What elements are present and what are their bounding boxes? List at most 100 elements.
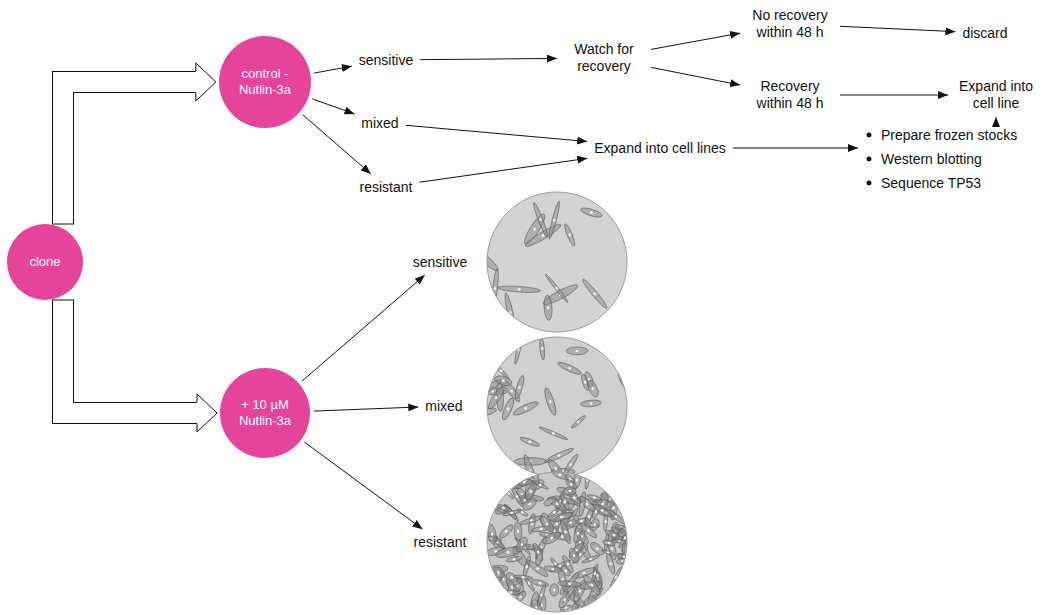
cell-nucleus [552, 510, 556, 514]
cell-nucleus [590, 583, 594, 587]
cell-nucleus [502, 506, 506, 509]
cell-nucleus [593, 572, 596, 576]
micrograph-mixed [474, 335, 628, 489]
hollow-arrow-fill [63, 82, 198, 224]
cell-shape [539, 337, 545, 360]
cell-nucleus [506, 407, 509, 411]
cell-nucleus [589, 211, 593, 214]
cell-body [580, 206, 604, 219]
flow-arrow [406, 125, 588, 141]
arrow-line [303, 115, 371, 174]
cell-shape [557, 360, 583, 376]
cell-shape [503, 292, 517, 333]
hollow-arrow-head-fill [197, 394, 217, 432]
cell-nucleus [551, 432, 555, 435]
cell-body [559, 519, 572, 544]
node-text: sensitive [359, 52, 413, 69]
cell-nucleus [506, 551, 510, 554]
micrograph-rim [487, 192, 627, 332]
cell-body [602, 539, 616, 547]
cell-nucleus [568, 367, 572, 371]
flow-arrow [651, 33, 740, 49]
node-text: control - Nutlin-3a [226, 66, 304, 98]
cell-body [512, 399, 540, 417]
cell-shape [538, 426, 568, 441]
cell-body [472, 247, 501, 273]
cell-body [498, 285, 541, 294]
hollow-arrow-head [196, 63, 216, 101]
cell-nucleus [529, 519, 533, 522]
cell-body [572, 523, 584, 544]
cell-shape [577, 494, 597, 514]
cell-shape [500, 397, 516, 421]
cell-nucleus [572, 496, 576, 500]
cell-body [538, 426, 568, 441]
cell-body [580, 399, 601, 407]
cell-nucleus [593, 523, 597, 527]
cell-nucleus [589, 557, 593, 560]
cell-nucleus [607, 541, 611, 544]
cell-nucleus [499, 369, 503, 373]
cell-nucleus [587, 529, 591, 533]
circle-text-holder: control - Nutlin-3a [226, 66, 304, 98]
step-label: resistant [411, 532, 470, 553]
cell-body [563, 223, 577, 247]
hollow-arrow-head-fill [196, 63, 216, 101]
hollow-arrow-fill [63, 300, 199, 413]
cell-nucleus [512, 558, 516, 561]
cell-body [543, 387, 559, 417]
cell-body [526, 559, 550, 579]
cell-nucleus [518, 385, 521, 389]
node-text: resistant [414, 534, 467, 551]
sample-circle: clone [7, 224, 83, 300]
cell-shape [550, 583, 559, 596]
flow-arrow [996, 117, 997, 118]
arrow-line [733, 148, 858, 149]
cell-shape [581, 554, 600, 564]
sample-circle: control - Nutlin-3a [219, 36, 311, 128]
cell-nucleus [520, 543, 524, 547]
cell-shape [513, 335, 523, 365]
cell-shape [605, 553, 616, 575]
cell-nucleus [568, 490, 571, 493]
node-text: Expand into cell lines [594, 140, 726, 157]
node-text: sensitive [413, 254, 467, 271]
cell-nucleus [536, 567, 540, 571]
micrograph-rim [487, 472, 627, 612]
cell-nucleus [569, 482, 573, 486]
arrow-line [840, 26, 955, 31]
circle-text-holder: clone [15, 254, 75, 270]
cell-nucleus [536, 550, 540, 554]
cell-nucleus [569, 521, 573, 525]
cell-nucleus [510, 511, 514, 514]
cell-nucleus [568, 233, 571, 237]
micrograph-ground [487, 337, 627, 477]
flow-arrow [314, 407, 418, 411]
cell-body [546, 495, 567, 512]
node-text: Recovery within 48 h [747, 78, 833, 112]
cell-nucleus [524, 407, 528, 411]
cell-nucleus [563, 598, 567, 602]
cell-body [581, 554, 600, 564]
cell-body [566, 347, 588, 355]
micrograph-rim [487, 337, 627, 477]
cell-nucleus [578, 552, 582, 556]
cell-body [558, 580, 582, 588]
cell-nucleus [510, 585, 514, 589]
cell-body [514, 535, 529, 553]
cell-body [536, 583, 547, 607]
cell-nucleus [589, 402, 592, 405]
cell-body [570, 414, 586, 429]
cell-nucleus [519, 595, 523, 599]
cell-nucleus [549, 400, 552, 404]
cell-shape [547, 201, 561, 240]
cell-shape [617, 553, 631, 560]
step-label: resistant [357, 177, 416, 198]
flow-arrow [419, 158, 587, 182]
cell-nucleus [569, 463, 573, 467]
cell-body [539, 337, 545, 360]
arrow-line [314, 66, 351, 73]
cell-nucleus [612, 506, 615, 509]
